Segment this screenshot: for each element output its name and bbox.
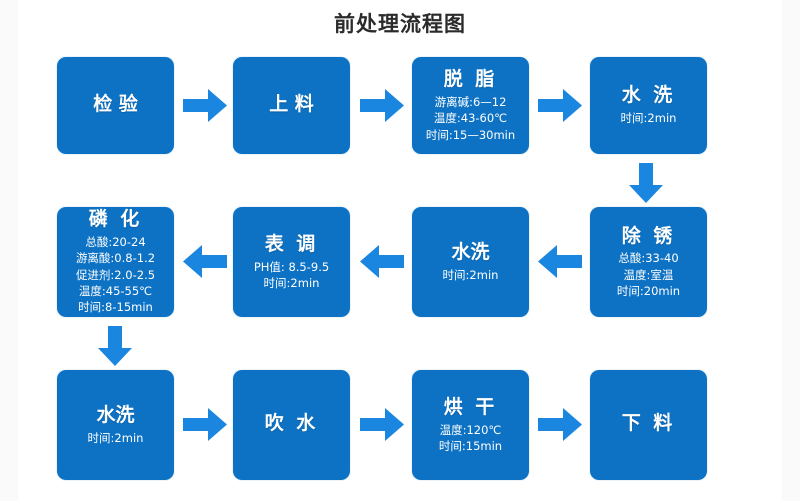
process-node-loading[interactable]: 上 料	[233, 57, 350, 154]
node-detail-lines: 总酸:33-40 温度:室温 时间:20min	[617, 250, 680, 299]
node-detail-lines: 游离碱:6—12 温度:43-60℃ 时间:15—30min	[426, 94, 515, 143]
arrow-right-icon-rinse-3-to-blow-dry	[183, 408, 227, 441]
node-title: 水洗	[451, 240, 490, 263]
process-node-rinse-1[interactable]: 水 洗 时间:2min	[590, 57, 707, 154]
node-title: 水洗	[96, 403, 135, 426]
node-detail-line: 时间:8-15min	[78, 300, 153, 315]
right-edge-band	[782, 0, 800, 501]
arrow-down-icon-phosphate-to-rinse-3	[98, 326, 132, 366]
arrow-left-icon-rinse-2-to-surface-adjust	[360, 245, 404, 278]
node-detail-lines: 时间:2min	[621, 110, 677, 126]
process-node-derust[interactable]: 除 锈 总酸:33-40 温度:室温 时间:20min	[590, 207, 707, 317]
process-node-unloading[interactable]: 下 料	[590, 370, 707, 480]
process-node-rinse-3[interactable]: 水洗 时间:2min	[57, 370, 174, 480]
node-detail-line: 温度:室温	[623, 267, 674, 282]
node-detail-line: 游离碱:6—12	[434, 94, 507, 109]
node-detail-lines: 总酸:20-24 游离酸:0.8-1.2 促进剂:2.0-2.5 温度:45-5…	[76, 234, 155, 316]
arrow-down-icon-rinse-1-to-derust	[629, 163, 663, 203]
node-detail-lines: 时间:2min	[88, 430, 144, 446]
page-title: 前处理流程图	[334, 12, 466, 36]
node-detail-line: 时间:2min	[620, 111, 677, 126]
process-node-inspect[interactable]: 检 验	[57, 57, 174, 154]
process-node-surface-adjust[interactable]: 表 调 PH值: 8.5-9.5 时间:2min	[233, 207, 350, 317]
node-detail-line: 温度:43-60℃	[433, 111, 508, 126]
left-edge-band	[0, 0, 18, 501]
process-node-phosphate[interactable]: 磷 化 总酸:20-24 游离酸:0.8-1.2 促进剂:2.0-2.5 温度:…	[57, 207, 174, 317]
node-detail-lines: PH值: 8.5-9.5 时间:2min	[254, 259, 329, 292]
node-title: 检 验	[93, 92, 138, 115]
arrow-left-icon-derust-to-rinse-2	[538, 245, 582, 278]
node-title: 脱 脂	[443, 68, 498, 91]
node-detail-line: 游离酸:0.8-1.2	[75, 251, 156, 266]
node-detail-line: 总酸:33-40	[618, 251, 679, 266]
process-node-degrease[interactable]: 脱 脂 游离碱:6—12 温度:43-60℃ 时间:15—30min	[412, 57, 529, 154]
node-detail-line: 时间:2min	[87, 430, 144, 445]
node-detail-line: PH值: 8.5-9.5	[253, 259, 330, 274]
node-title: 表 调	[264, 232, 319, 255]
arrow-right-icon-loading-to-degrease	[360, 89, 404, 122]
node-title: 水 洗	[621, 84, 676, 107]
node-detail-line: 促进剂:2.0-2.5	[75, 267, 156, 282]
arrow-left-icon-surface-adjust-to-phosphate	[183, 245, 227, 278]
node-detail-line: 总酸:20-24	[85, 235, 146, 250]
node-detail-lines: 温度:120℃ 时间:15min	[439, 422, 502, 455]
node-detail-line: 温度:120℃	[439, 422, 502, 437]
node-detail-line: 时间:15min	[438, 438, 503, 453]
node-title: 烘 干	[443, 395, 498, 418]
node-title: 磷 化	[88, 208, 143, 231]
node-title: 上 料	[269, 92, 314, 115]
node-title: 吹 水	[264, 412, 319, 435]
node-title: 除 锈	[621, 224, 676, 247]
process-node-blow-dry[interactable]: 吹 水	[233, 370, 350, 480]
arrow-right-icon-inspect-to-loading	[183, 89, 227, 122]
node-detail-lines: 时间:2min	[443, 267, 499, 283]
arrow-right-icon-degrease-to-rinse-1	[538, 89, 582, 122]
process-node-bake[interactable]: 烘 干 温度:120℃ 时间:15min	[412, 370, 529, 480]
node-detail-line: 时间:15—30min	[425, 127, 516, 142]
node-detail-line: 时间:20min	[616, 284, 681, 299]
arrow-right-icon-bake-to-unloading	[538, 408, 582, 441]
arrow-right-icon-blow-dry-to-bake	[360, 408, 404, 441]
node-detail-line: 时间:2min	[442, 267, 499, 282]
process-node-rinse-2[interactable]: 水洗 时间:2min	[412, 207, 529, 317]
node-title: 下 料	[621, 412, 676, 435]
node-detail-line: 时间:2min	[263, 275, 320, 290]
node-detail-line: 温度:45-55℃	[78, 284, 153, 299]
